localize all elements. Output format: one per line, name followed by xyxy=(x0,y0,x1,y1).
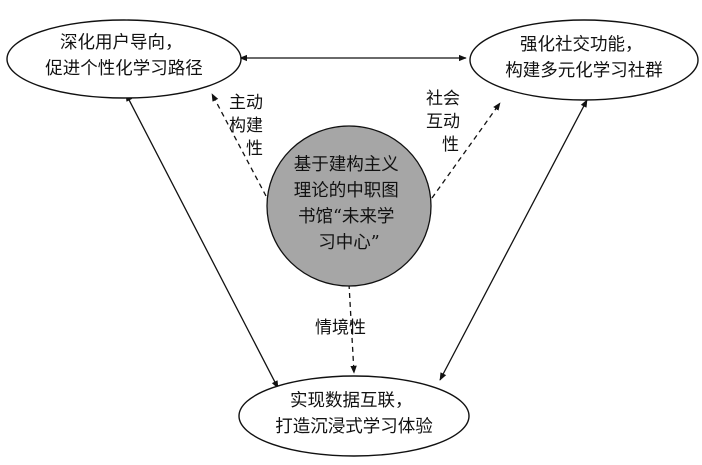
label-active-line-1: 主动 xyxy=(229,93,263,113)
label-active-construction: 主动 构建 性 xyxy=(229,93,268,159)
center-node-text: 基于建构主义 理论的中职图 书馆“未来学 习中心” xyxy=(294,155,405,253)
node-social-line-2: 构建多元化学习社群 xyxy=(505,61,663,81)
node-data-interconnection xyxy=(238,375,470,457)
node-data-interconnection-text: 实现数据互联， 打造沉浸式学习体验 xyxy=(275,391,433,437)
edge-social-data xyxy=(439,99,588,381)
label-social-line-3: 性 xyxy=(442,135,459,155)
center-node xyxy=(266,125,432,287)
center-line-4: 习中心” xyxy=(318,233,379,253)
node-data-line-1: 实现数据互联， xyxy=(290,391,413,411)
edge-user-data xyxy=(125,93,279,389)
node-user-line-1: 深化用户导向， xyxy=(60,33,183,53)
center-line-2: 理论的中职图 xyxy=(294,181,399,201)
label-social-line-2: 互动 xyxy=(426,112,460,132)
label-active-line-3: 性 xyxy=(246,139,263,159)
node-user-oriented xyxy=(6,19,242,99)
node-data-line-2: 打造沉浸式学习体验 xyxy=(275,417,433,437)
dashed-arrow-to-user xyxy=(211,93,267,197)
node-social-function xyxy=(469,19,699,101)
label-situational: 情境性 xyxy=(315,318,366,338)
label-active-line-2: 构建 xyxy=(229,116,263,136)
node-user-oriented-text: 深化用户导向， 促进个性化学习路径 xyxy=(45,33,203,79)
dashed-arrow-to-social xyxy=(431,102,501,199)
node-social-line-1: 强化社交功能， xyxy=(520,35,643,55)
label-social-line-1: 社会 xyxy=(426,89,460,109)
center-line-3: 书馆“未来学 xyxy=(298,207,394,227)
node-social-function-text: 强化社交功能， 构建多元化学习社群 xyxy=(505,35,663,81)
label-social-interaction: 社会 互动 性 xyxy=(426,89,465,155)
center-line-1: 基于建构主义 xyxy=(294,155,399,175)
node-user-line-2: 促进个性化学习路径 xyxy=(45,59,203,79)
dashed-arrow-to-data xyxy=(348,283,357,374)
